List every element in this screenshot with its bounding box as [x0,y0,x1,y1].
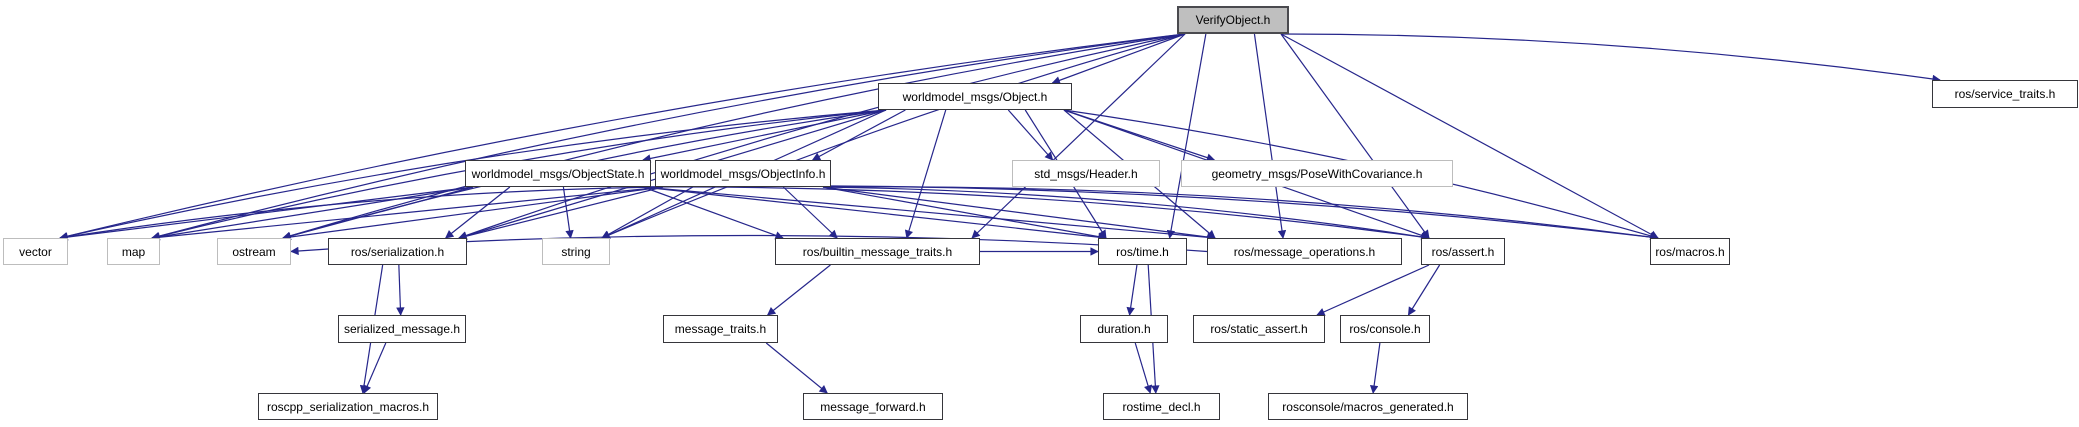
node-label: ostream [232,244,276,259]
include-edge-assert-to-static_assert [1316,264,1430,316]
node-roscpp_macros[interactable]: roscpp_serialization_macros.h [258,393,438,420]
node-duration[interactable]: duration.h [1080,315,1168,343]
include-edge-objectinfo-to-ostream [282,186,664,242]
node-label: ros/static_assert.h [1210,322,1308,336]
include-edge-objectinfo-to-msgops [822,186,1216,242]
include-edge-objectstate-to-time [642,186,1107,242]
node-object[interactable]: worldmodel_msgs/Object.h [878,83,1072,110]
node-string: string [542,238,610,265]
node-label: ros/macros.h [1655,244,1725,259]
node-rosconsole_macros[interactable]: rosconsole/macros_generated.h [1268,393,1468,420]
node-serialized_message[interactable]: serialized_message.h [338,315,466,343]
node-objectstate[interactable]: worldmodel_msgs/ObjectState.h [465,160,651,187]
node-label: duration.h [1097,322,1151,336]
node-objectinfo[interactable]: worldmodel_msgs/ObjectInfo.h [655,160,831,187]
node-label: ros/service_traits.h [1954,87,2056,101]
include-edge-objectinfo-to-time [822,186,1107,241]
include-edge-duration-to-rostime_decl [1134,342,1153,394]
node-builtin[interactable]: ros/builtin_message_traits.h [775,238,980,265]
node-label: message_traits.h [674,322,767,336]
include-edge-verifyobject-to-ostream [282,33,1186,240]
include-edge-serialized_message-to-roscpp_macros [363,342,387,394]
node-label: worldmodel_msgs/Object.h [902,89,1048,104]
include-edge-objectstate-to-assert [642,186,1430,242]
include-edge-object-to-header [1007,109,1054,161]
node-label: ros/serialization.h [350,244,445,259]
node-label: VerifyObject.h [1195,13,1271,27]
include-edge-objectstate-to-vector [59,186,474,242]
node-label: vector [19,244,52,259]
node-label: serialized_message.h [343,322,461,336]
node-label: ros/assert.h [1431,244,1495,259]
node-rostime_decl[interactable]: rostime_decl.h [1103,393,1220,420]
include-edge-objectinfo-to-vector [59,186,664,241]
node-label: rosconsole/macros_generated.h [1282,399,1454,414]
include-edge-message_traits-to-message_forward [765,342,828,394]
node-header: std_msgs/Header.h [1012,160,1160,187]
include-edge-object-to-objectinfo [811,109,906,161]
node-label: ros/message_operations.h [1233,244,1376,259]
include-edge-verifyobject-to-service_traits [1280,33,1941,84]
include-edge-objectinfo-to-builtin [782,186,838,239]
node-label: ros/console.h [1349,322,1421,336]
node-label: map [121,244,146,259]
node-message_forward[interactable]: message_forward.h [803,393,943,420]
node-serialization[interactable]: ros/serialization.h [328,238,467,265]
node-time[interactable]: ros/time.h [1098,238,1187,265]
include-edge-builtin-to-message_traits [766,264,831,316]
include-edge-verifyobject-to-serialization [458,33,1186,240]
node-console[interactable]: ros/console.h [1340,315,1430,343]
include-edge-objectinfo-to-string [601,186,694,239]
include-edge-objectstate-to-string [562,186,574,239]
include-edge-verifyobject-to-vector [59,33,1186,241]
include-edge-objectinfo-to-assert [822,186,1430,241]
include-edge-objectinfo-to-serialization [458,186,664,241]
include-edge-verifyobject-to-string [601,33,1186,239]
node-vector: vector [3,238,68,265]
include-edge-assert-to-console [1407,264,1441,316]
include-edge-verifyobject-to-msgops [1253,33,1287,239]
include-edge-object-to-objectstate [642,109,887,163]
include-edge-verifyobject-to-builtin [971,33,1186,239]
node-label: message_forward.h [820,399,926,414]
node-msgops[interactable]: ros/message_operations.h [1207,238,1402,265]
include-edge-verifyobject-to-map [151,33,1186,241]
node-label: worldmodel_msgs/ObjectInfo.h [660,166,826,181]
node-assert[interactable]: ros/assert.h [1421,238,1505,265]
include-edge-verifyobject-to-object [1051,33,1186,85]
node-map: map [107,238,160,265]
include-edge-objectstate-to-builtin [642,186,784,240]
include-edge-objectstate-to-serialization [444,186,511,239]
include-edge-objectstate-to-map [151,186,474,241]
node-label: std_msgs/Header.h [1034,166,1138,181]
node-label: string [561,244,591,259]
include-edge-objectinfo-to-map [151,186,664,242]
node-service_traits[interactable]: ros/service_traits.h [1932,80,2078,108]
include-edge-verifyobject-to-macros [1280,33,1659,239]
node-label: ros/time.h [1116,244,1169,259]
include-edge-objectinfo-to-macros [822,186,1659,242]
include-edge-console-to-rosconsole_macros [1369,342,1381,394]
node-label: worldmodel_msgs/ObjectState.h [471,166,645,181]
include-edge-verifyobject-to-assert [1280,33,1430,239]
node-posewithcov: geometry_msgs/PoseWithCovariance.h [1181,160,1453,187]
node-label: ros/builtin_message_traits.h [802,244,953,259]
node-macros[interactable]: ros/macros.h [1650,238,1730,265]
include-edge-object-to-vector [59,109,887,241]
include-edge-time-to-duration [1126,264,1138,316]
node-static_assert[interactable]: ros/static_assert.h [1193,315,1325,343]
include-edge-serialization-to-serialized_message [396,264,405,316]
node-verifyobject: VerifyObject.h [1177,6,1289,34]
node-ostream: ostream [217,238,291,265]
node-label: rostime_decl.h [1122,399,1201,414]
node-label: roscpp_serialization_macros.h [266,399,430,414]
include-edge-objectstate-to-msgops [642,186,1216,242]
node-message_traits[interactable]: message_traits.h [663,315,778,343]
node-label: geometry_msgs/PoseWithCovariance.h [1211,166,1423,181]
